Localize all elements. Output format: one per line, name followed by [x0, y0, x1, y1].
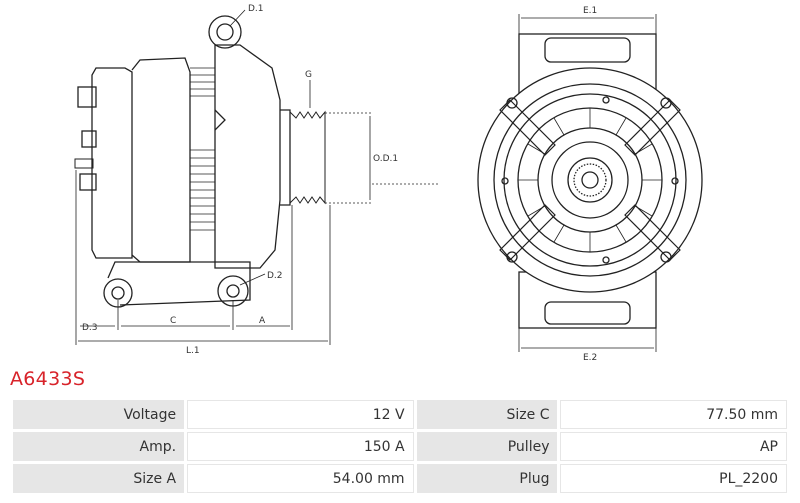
- label-d2: D.2: [267, 271, 283, 281]
- alternator-technical-drawing: D.1 G O.D.1 D.2 D.3 C A L.1: [74, 4, 703, 363]
- spec-label-amp: Amp.: [13, 432, 185, 461]
- spec-value-pulley: AP: [560, 432, 787, 461]
- spec-label-size-a: Size A: [13, 464, 185, 493]
- spec-label-voltage: Voltage: [13, 400, 185, 429]
- label-l1: L.1: [186, 346, 200, 356]
- label-od1: O.D.1: [373, 154, 398, 164]
- label-e2: E.2: [583, 353, 597, 363]
- front-view-dimensions: [518, 14, 657, 352]
- side-view: [74, 15, 326, 308]
- specifications-table: Voltage 12 V Size C 77.50 mm Amp. 150 A …: [10, 397, 790, 496]
- label-g: G: [305, 70, 312, 80]
- spec-value-size-c: 77.50 mm: [560, 400, 787, 429]
- label-d3: D.3: [82, 323, 98, 333]
- spec-value-amp: 150 A: [187, 432, 414, 461]
- table-row: Voltage 12 V Size C 77.50 mm: [13, 400, 787, 429]
- spec-value-plug: PL_2200: [560, 464, 787, 493]
- label-a: A: [259, 316, 266, 326]
- spec-label-size-c: Size C: [416, 400, 558, 429]
- part-number-title: A6433S: [10, 368, 86, 390]
- spec-label-plug: Plug: [416, 464, 558, 493]
- spec-label-pulley: Pulley: [416, 432, 558, 461]
- front-view: [477, 33, 703, 329]
- table-row: Amp. 150 A Pulley AP: [13, 432, 787, 461]
- spec-value-voltage: 12 V: [187, 400, 414, 429]
- label-d1: D.1: [248, 4, 264, 14]
- label-c: C: [170, 316, 176, 326]
- side-view-dimensions: [75, 9, 440, 345]
- spec-value-size-a: 54.00 mm: [187, 464, 414, 493]
- table-row: Size A 54.00 mm Plug PL_2200: [13, 464, 787, 493]
- label-e1: E.1: [583, 6, 597, 16]
